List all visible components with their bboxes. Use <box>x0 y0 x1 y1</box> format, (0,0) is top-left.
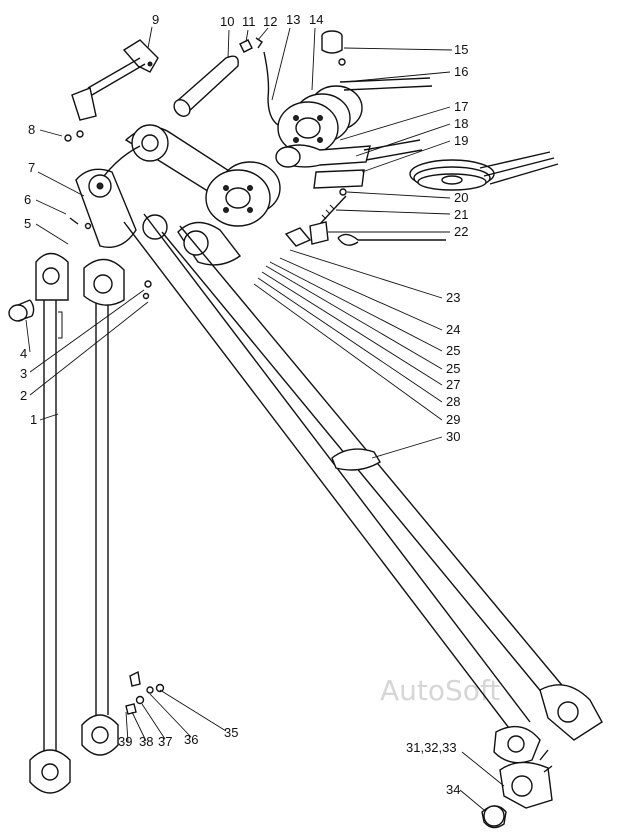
callout-11: 11 <box>242 14 256 29</box>
frame-pulleys <box>124 124 281 266</box>
callout-23: 23 <box>446 290 460 305</box>
callout-7: 7 <box>28 160 35 175</box>
callout-14: 14 <box>309 12 323 27</box>
leader-lines <box>25 26 505 811</box>
callout-31-32-33: 31,32,33 <box>406 740 457 755</box>
callout-19: 19 <box>454 133 468 148</box>
tie-rod-right <box>81 258 125 756</box>
callout-13: 13 <box>286 12 300 27</box>
bolt-spring-hook <box>284 188 446 247</box>
callout-4: 4 <box>20 346 27 361</box>
fastener-part-11-12 <box>239 37 263 53</box>
callout-34: 34 <box>446 782 460 797</box>
callout-39: 39 <box>118 734 132 749</box>
crank-handle <box>71 39 159 121</box>
callout-24: 24 <box>446 322 460 337</box>
lower-pin-assembly <box>481 749 553 829</box>
boom-arm <box>123 213 603 764</box>
callout-20: 20 <box>454 190 468 205</box>
callout-1: 1 <box>30 412 37 427</box>
callout-6: 6 <box>24 192 31 207</box>
callout-15: 15 <box>454 42 468 57</box>
callout-28: 28 <box>446 394 460 409</box>
callout-21: 21 <box>454 207 468 222</box>
cable-part-13 <box>263 51 279 126</box>
callout-37: 37 <box>158 734 172 749</box>
callout-38: 38 <box>139 734 153 749</box>
callout-30: 30 <box>446 429 460 444</box>
callout-36: 36 <box>184 732 198 747</box>
tie-rod-left <box>29 252 71 794</box>
roller-part-10 <box>173 55 239 117</box>
screw-part-8 <box>64 130 84 142</box>
callout-3: 3 <box>20 366 27 381</box>
callout-25a: 25 <box>446 343 460 358</box>
callout-27: 27 <box>446 377 460 392</box>
upper-pulley-block <box>275 77 433 189</box>
fastener-group-35-39 <box>125 670 165 715</box>
callout-16: 16 <box>454 64 468 79</box>
yoke-part-7 <box>75 145 141 248</box>
callout-labels: 9 10 11 12 13 14 15 16 17 18 19 20 21 22… <box>20 12 468 797</box>
callout-10: 10 <box>220 14 234 29</box>
callout-25b: 25 <box>446 361 460 376</box>
callout-29: 29 <box>446 412 460 427</box>
callout-5: 5 <box>24 216 31 231</box>
callout-35: 35 <box>224 725 238 740</box>
separate-pulley <box>409 151 559 191</box>
callout-18: 18 <box>454 116 468 131</box>
pin-part-4 <box>8 299 35 322</box>
small-screws <box>69 217 152 300</box>
callout-17: 17 <box>454 99 468 114</box>
callout-12: 12 <box>263 14 277 29</box>
watermark: AutoSoft <box>380 674 500 707</box>
callout-2: 2 <box>20 388 27 403</box>
callout-8: 8 <box>28 122 35 137</box>
callout-22: 22 <box>454 224 468 239</box>
callout-9: 9 <box>152 12 159 27</box>
bushing-part-15 <box>321 30 346 66</box>
